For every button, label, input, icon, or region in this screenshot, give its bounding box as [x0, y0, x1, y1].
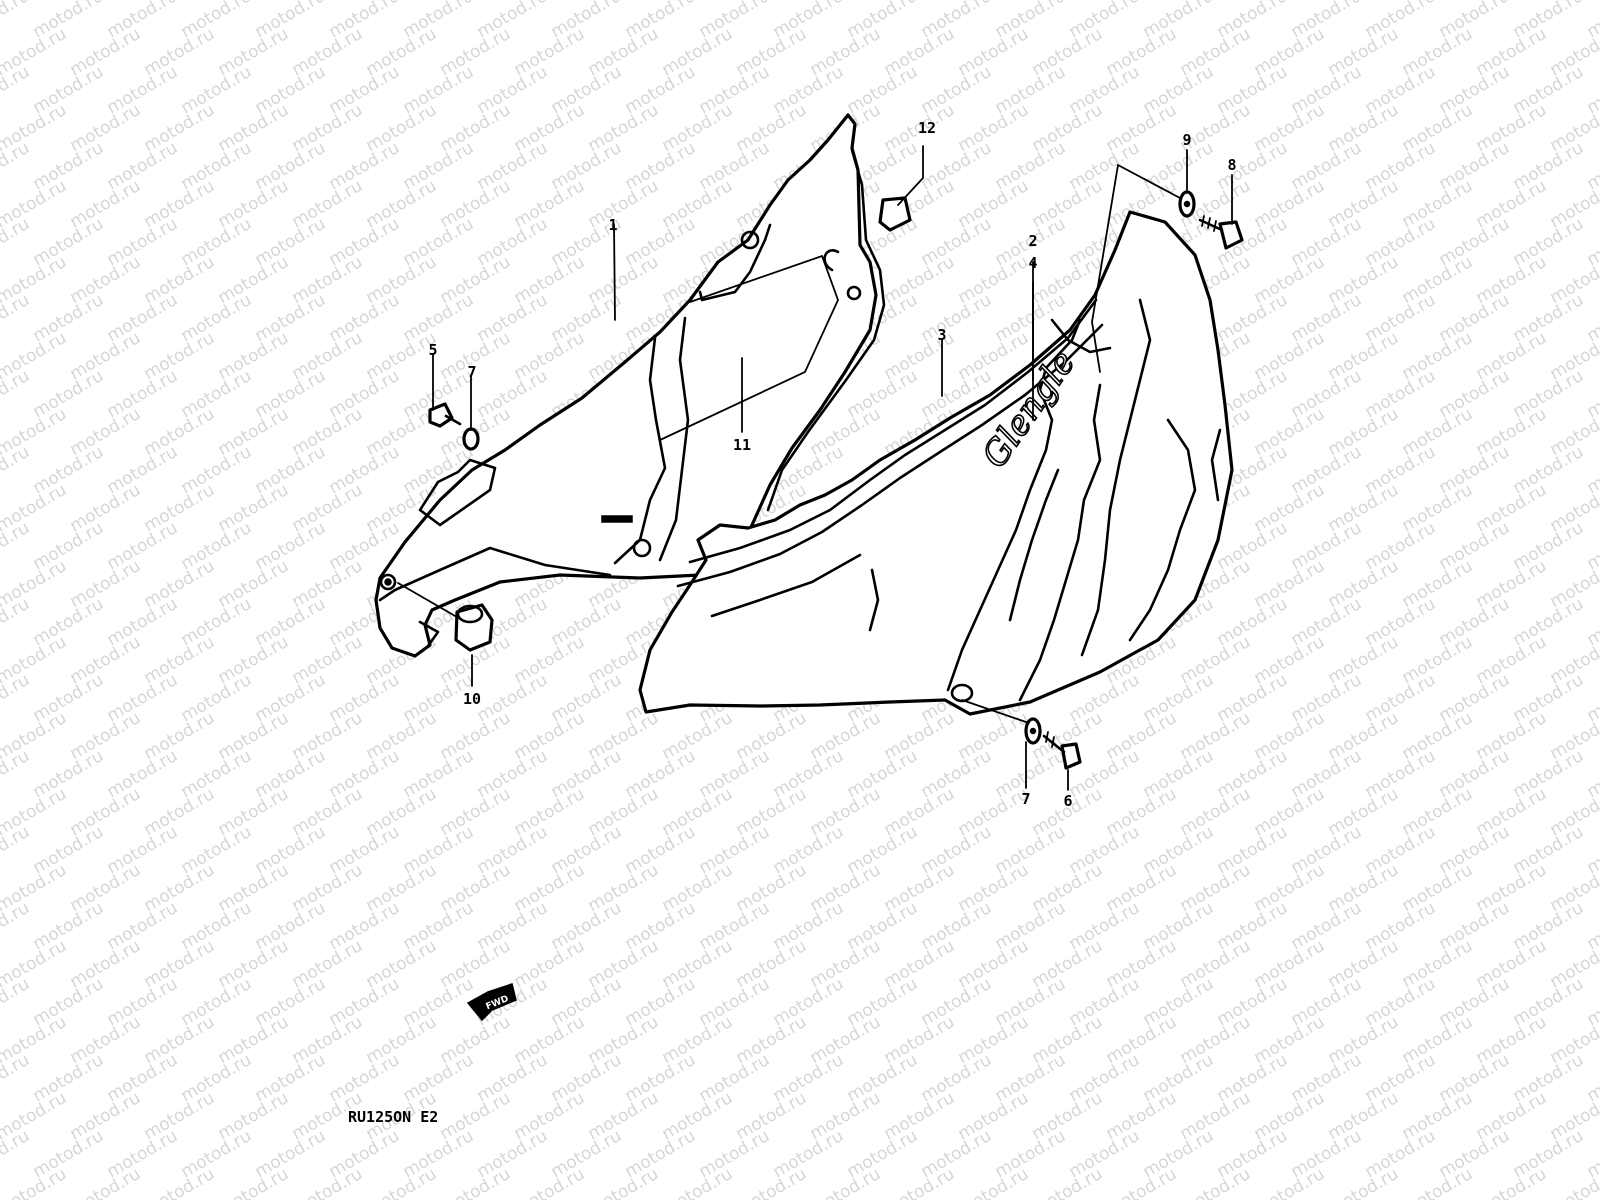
callout-3: 3 — [937, 326, 946, 344]
callout-5: 5 — [428, 341, 437, 359]
callout-1: 1 — [608, 216, 617, 234]
callout-7-right: 7 — [1021, 790, 1030, 808]
callout-6: 6 — [1063, 792, 1072, 810]
clip-part-12 — [878, 196, 912, 232]
callout-2: 2 — [1028, 232, 1037, 250]
screw-part-8 — [1198, 215, 1244, 250]
inner-side-cover — [374, 113, 886, 658]
callouts: 1 2 4 3 5 7 11 12 9 8 10 7 6 — [428, 119, 1236, 810]
washer-part-9 — [1178, 190, 1196, 218]
model-code: RU125ON E2 — [348, 1108, 438, 1126]
watermark-text: motod.ru — [0, 0, 33, 42]
bolt-part-5 — [428, 402, 462, 428]
callout-12: 12 — [918, 119, 936, 137]
callout-4: 4 — [1028, 254, 1037, 272]
grommet-part-10 — [454, 603, 494, 652]
callout-9: 9 — [1182, 131, 1191, 149]
callout-10: 10 — [463, 690, 481, 708]
screw-part-6 — [1042, 731, 1082, 770]
side-cover: Glengle — [638, 210, 1234, 716]
callout-11: 11 — [733, 436, 751, 454]
callout-8: 8 — [1227, 156, 1236, 174]
callout-7-left: 7 — [467, 363, 476, 381]
leader-lines — [397, 145, 1233, 791]
washer-part-7-right — [1024, 717, 1042, 745]
washer-part-7-left — [462, 427, 480, 451]
